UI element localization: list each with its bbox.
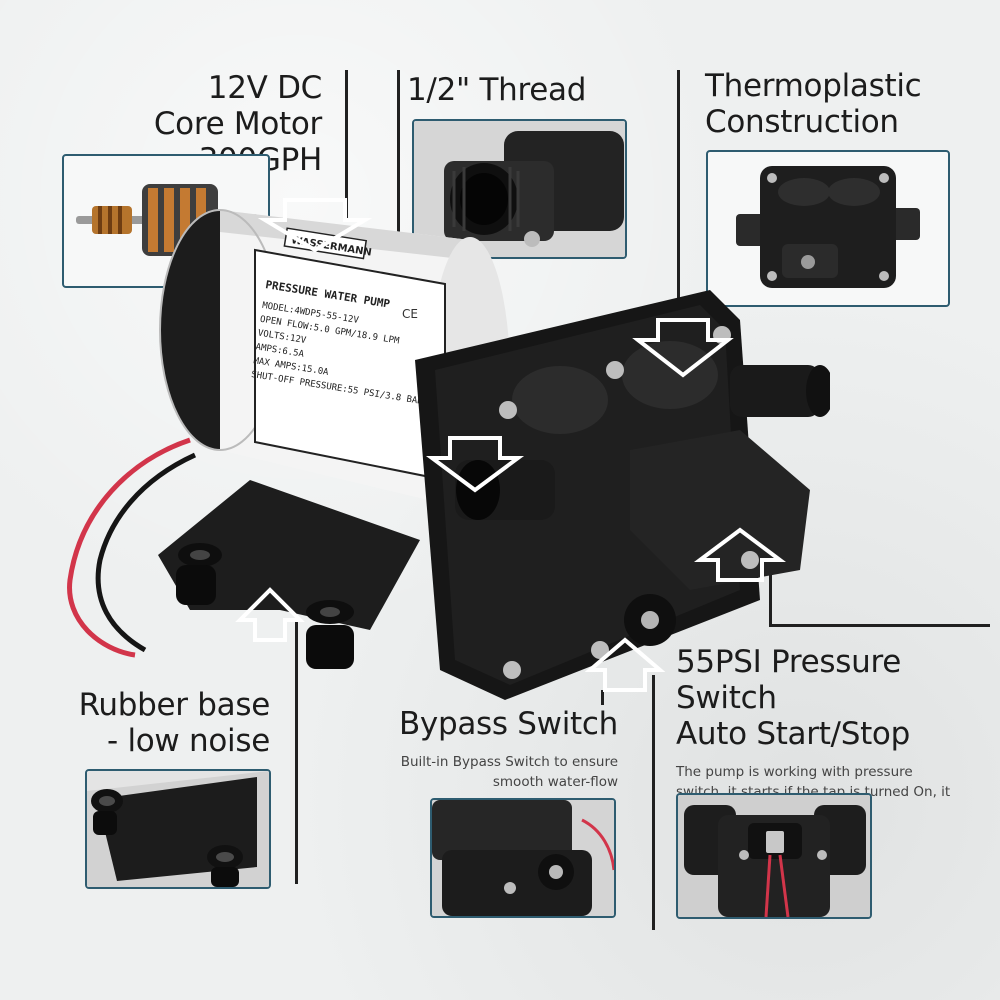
bypass-callout-desc: Built-in Bypass Switch to ensure smooth … <box>380 752 618 792</box>
bypass-switch-image <box>432 800 614 916</box>
thread-callout: 1/2" Thread <box>407 72 587 108</box>
bypass-leader-line <box>601 690 604 705</box>
rubber-base-inset <box>85 769 271 889</box>
base-callout-line1: Rubber base <box>78 687 271 723</box>
thread-image <box>414 121 625 257</box>
pressure-leader-vertical <box>769 570 772 626</box>
pressure-switch-image <box>678 795 870 917</box>
construction-leader-line <box>677 70 680 370</box>
pressure-switch-inset <box>676 793 872 919</box>
pressure-callout-line2: Auto Start/Stop <box>676 716 910 752</box>
base-leader-line <box>295 622 298 884</box>
water-pump-illustration: PRESSURE WATER PUMP MODEL:4WDP5-55-12V O… <box>40 180 830 700</box>
bypass-switch-inset <box>430 798 616 918</box>
base-callout-line2: - low noise <box>107 723 270 759</box>
pressure-leader-horizontal <box>769 624 990 627</box>
bypass-desc-line2: smooth water-flow <box>492 774 618 790</box>
motor-leader-line <box>345 70 348 220</box>
bypass-callout: Bypass Switch Built-in Bypass Switch to … <box>380 706 618 792</box>
bypass-desc-line1: Built-in Bypass Switch to ensure <box>400 754 618 770</box>
water-pump-drawing: PRESSURE WATER PUMP MODEL:4WDP5-55-12V O… <box>67 198 830 700</box>
bypass-callout-title: Bypass Switch <box>398 706 618 742</box>
pressure-callout-line1: 55PSI Pressure Switch <box>676 644 901 716</box>
label-ce-mark: CE <box>402 307 418 321</box>
base-callout: Rubber base - low noise <box>40 687 271 759</box>
pressure-leader-down <box>652 675 655 930</box>
motor-armature-inset <box>62 154 270 288</box>
motor-callout-line1: 12V DC <box>207 70 323 106</box>
construction-callout-line2: Construction <box>705 104 899 140</box>
construction-inset <box>706 150 950 307</box>
construction-image <box>736 166 920 288</box>
thread-inset <box>412 119 627 259</box>
construction-callout: Thermoplastic Construction <box>705 68 922 140</box>
pressure-desc-line1: The pump is working with pressure <box>676 764 913 780</box>
construction-callout-line1: Thermoplastic <box>705 68 922 104</box>
motor-callout: 12V DC Core Motor 300GPH <box>30 70 322 178</box>
rubber-base-image <box>87 771 269 887</box>
